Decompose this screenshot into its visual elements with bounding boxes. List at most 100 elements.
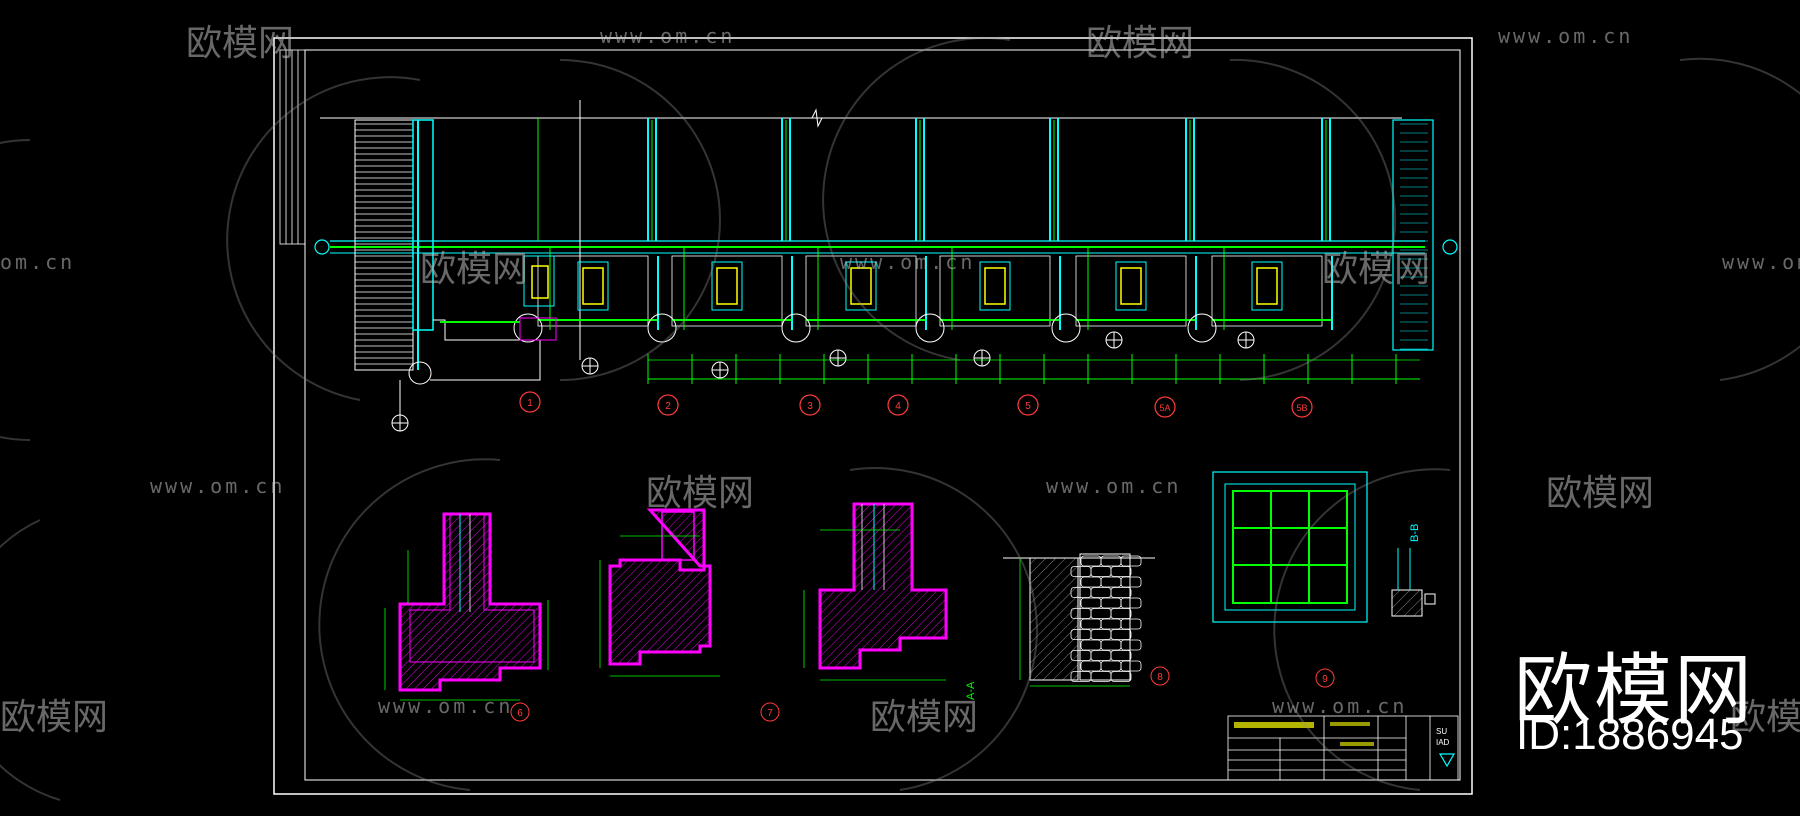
room-outline <box>671 255 783 327</box>
brick <box>1090 566 1112 577</box>
brick <box>1100 576 1122 588</box>
fixture-circle <box>781 313 811 343</box>
inner-frame <box>304 49 1461 781</box>
fixture <box>850 267 872 305</box>
detail-label: 9 <box>1322 674 1328 685</box>
room-outline <box>939 255 1051 327</box>
watermark-url: www.om.cn <box>1046 474 1182 498</box>
brick <box>1120 639 1142 651</box>
room-outline <box>537 255 649 327</box>
section-b-b: B-B <box>1391 524 1436 617</box>
fixture <box>984 267 1006 305</box>
brick <box>1120 555 1142 567</box>
title-block <box>1227 715 1459 781</box>
watermark-logo: 欧模网 <box>646 473 755 514</box>
grid-label: 2 <box>665 401 671 412</box>
grid-bubble <box>799 394 821 416</box>
watermark-logo: 欧模网 <box>1546 473 1655 514</box>
fixture <box>1120 267 1142 305</box>
fixture-frame <box>1115 261 1147 311</box>
detail-8: 8 <box>1003 553 1170 687</box>
fixture-circle <box>1051 313 1081 343</box>
watermark-logo: 欧模网 <box>870 697 979 738</box>
fixture-frame <box>845 261 877 311</box>
brick <box>1110 671 1132 682</box>
watermark-url: www.om.cn <box>378 694 514 718</box>
fixture-circle <box>647 313 677 343</box>
brick <box>1090 608 1112 619</box>
grid-label: 3 <box>807 401 813 412</box>
watermark-logo: 欧模网 <box>1730 697 1800 738</box>
grid-bubbles: 1 2 3 4 5 5A 5B <box>519 391 1313 418</box>
brick <box>1090 587 1112 598</box>
watermark-logo: 欧模网 <box>0 697 109 738</box>
brick <box>1120 660 1142 672</box>
fixture-circle <box>1187 313 1217 343</box>
grid-bubble <box>519 391 541 413</box>
brick <box>1100 639 1122 651</box>
brick <box>1080 597 1102 609</box>
fixture-frame <box>979 261 1011 311</box>
watermark-url: www.om.cn <box>1272 694 1408 718</box>
section-label: B-B <box>1409 524 1421 542</box>
fixture <box>531 265 549 299</box>
watermark-url: www.om.cn <box>840 250 976 274</box>
watermark-id: ID:1886945 <box>1516 710 1744 759</box>
fixture-frame <box>711 261 743 311</box>
brick <box>1080 639 1102 651</box>
grid-label: 1 <box>527 398 533 409</box>
grid-bubble <box>1154 396 1176 418</box>
brick <box>1110 608 1132 619</box>
detail-bubble <box>510 702 530 722</box>
watermark-logo: 欧模网 <box>1086 23 1195 64</box>
title-block-logo-top: SU <box>1436 727 1447 736</box>
detail-label: 7 <box>767 708 773 719</box>
fixture <box>519 317 557 341</box>
fixture <box>582 267 604 305</box>
brick <box>1100 618 1122 630</box>
brick <box>1080 576 1102 588</box>
watermark-logo: 欧模网 <box>1322 249 1431 290</box>
brick <box>1080 660 1102 672</box>
watermark-url: om.cn <box>0 250 76 274</box>
grid-bubble <box>887 394 909 416</box>
detail-bubble <box>1315 668 1335 688</box>
fixture-frame <box>1251 261 1283 311</box>
detail-bubble <box>760 702 780 722</box>
room-outline <box>1075 255 1187 327</box>
watermark-logo: 欧模网 <box>420 249 529 290</box>
brick <box>1110 566 1132 577</box>
fixture-frame <box>523 255 555 307</box>
outer-frame <box>273 37 1473 795</box>
brick <box>1080 618 1102 630</box>
fixture-frame <box>577 261 609 311</box>
detail-a-a: A-A <box>803 502 977 700</box>
detail-label: 8 <box>1157 672 1163 683</box>
watermark-logo: 欧模网 <box>186 23 295 64</box>
grid-label: 5 <box>1025 401 1031 412</box>
brick <box>1090 650 1112 661</box>
grid-bubble <box>1291 396 1313 418</box>
section-label: A-A <box>965 681 977 700</box>
room-outline <box>1211 255 1323 327</box>
plan-view: 1 2 3 4 5 5A 5B <box>314 100 1458 432</box>
grid-label: 5A <box>1159 403 1170 413</box>
brick <box>1110 629 1132 640</box>
fixture-circle <box>915 313 945 343</box>
grid-label: 4 <box>895 401 901 412</box>
brick <box>1090 629 1112 640</box>
brick <box>1120 597 1142 609</box>
detail-label: 6 <box>517 708 523 719</box>
detail-7: 7 <box>599 508 780 722</box>
brick <box>1100 597 1122 609</box>
watermark-url: www.om.cn <box>150 474 286 498</box>
detail-bubble <box>1150 666 1170 686</box>
detail-6: 6 <box>384 512 549 722</box>
detail-9: 9 <box>1212 471 1368 688</box>
grid-bubble <box>1017 394 1039 416</box>
brick <box>1100 660 1122 672</box>
watermark-url: www.om.cn <box>1722 250 1800 274</box>
fixture <box>716 267 738 305</box>
brick <box>1120 618 1142 630</box>
